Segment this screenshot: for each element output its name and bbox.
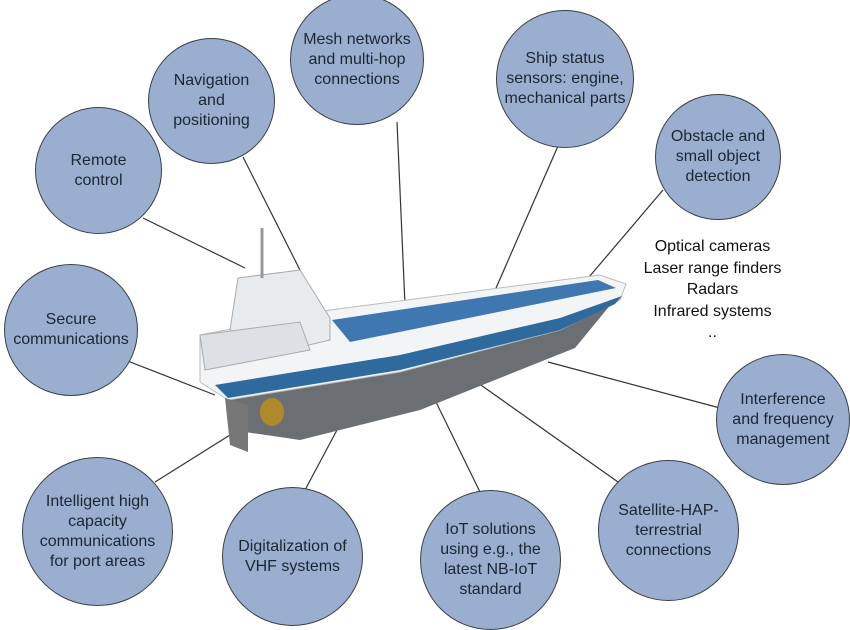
- line-iot: [434, 399, 481, 493]
- propeller: [260, 398, 284, 426]
- sensor-item: Infrared systems: [653, 302, 772, 320]
- bubble-interference: Interference and frequency management: [716, 354, 850, 485]
- lower-hull: [228, 303, 612, 440]
- sensor-item: Radars: [686, 281, 739, 298]
- sensor-list: Optical cameras Laser range finders Rada…: [630, 236, 795, 344]
- rudder: [225, 398, 248, 452]
- bubble-ship-status: Ship status sensors: engine, mechanical …: [496, 10, 634, 148]
- bubble-satellite-hap: Satellite-HAP- terrestrial connections: [598, 460, 739, 601]
- bubble-remote-control: Remote control: [35, 107, 162, 234]
- line-remote-control: [142, 217, 246, 269]
- bubble-secure-communications: Secure communications: [4, 264, 138, 396]
- bubble-navigation: Navigation and positioning: [148, 38, 275, 164]
- sensor-item: Laser range finders: [643, 259, 782, 277]
- sensor-item: Optical cameras: [654, 238, 771, 255]
- line-port: [154, 434, 231, 483]
- ship: [199, 228, 627, 452]
- line-interference: [547, 361, 721, 409]
- cargo-hatches: [332, 280, 616, 342]
- bubble-iot-solutions: IoT solutions using e.g., the latest NB-…: [420, 490, 561, 630]
- line-navigation: [242, 156, 306, 281]
- line-secure: [124, 359, 216, 396]
- deck-house: [199, 321, 311, 371]
- line-ship-status: [492, 145, 559, 296]
- bubble-port-communications: Intelligent high capacity communications…: [22, 457, 173, 606]
- sensor-item: ..: [708, 324, 717, 341]
- line-mesh: [396, 121, 406, 306]
- line-obstacle: [577, 189, 664, 291]
- bubble-mesh-networks: Mesh networks and multi-hop connections: [290, 0, 424, 125]
- hull-stripe: [215, 296, 622, 398]
- bubble-obstacle-detection: Obstacle and small object detection: [655, 94, 781, 220]
- bubble-vhf-digitalization: Digitalization of VHF systems: [222, 487, 363, 626]
- line-satellite: [477, 382, 619, 483]
